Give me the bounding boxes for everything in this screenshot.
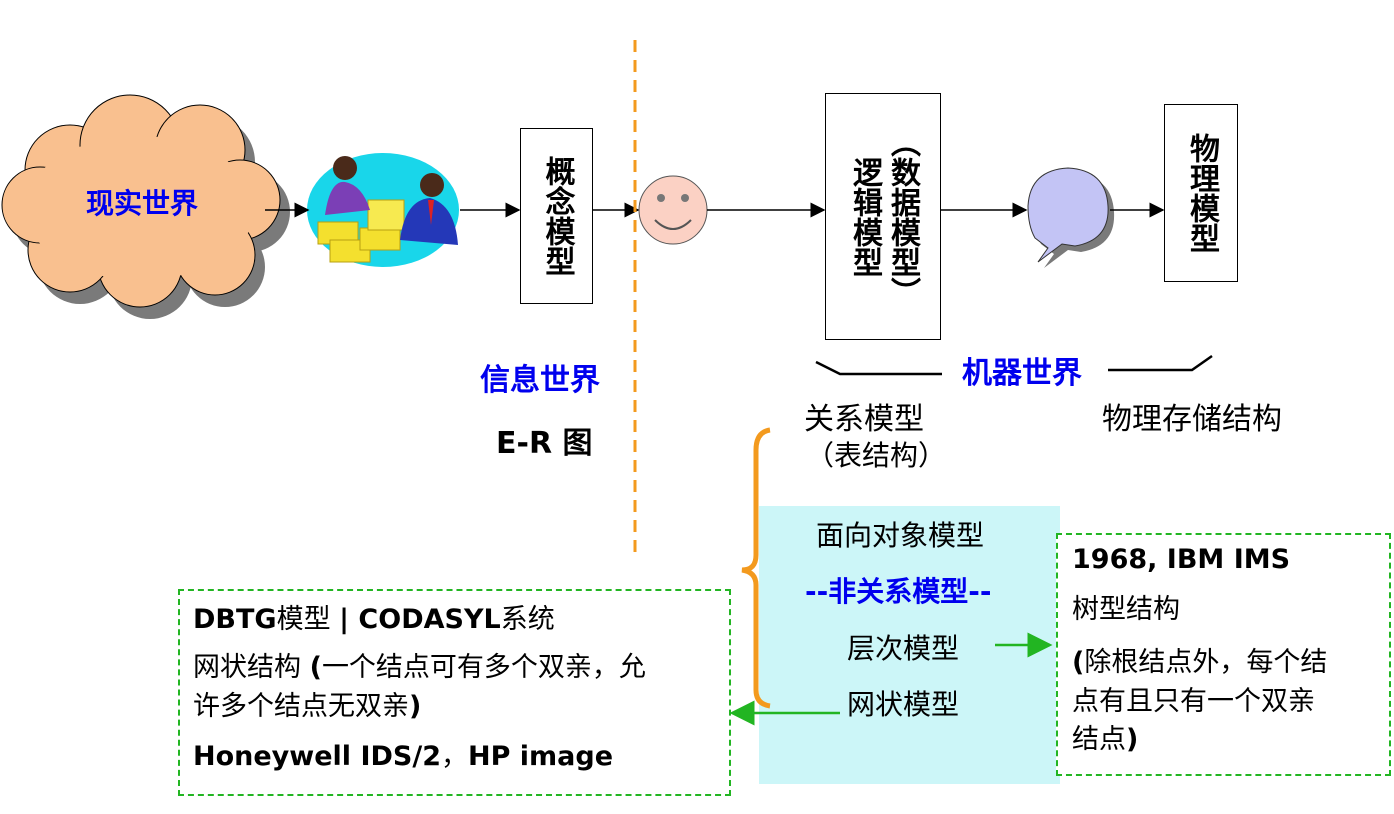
network-line-2: 网状结构 (一个结点可有多个双亲，允 (193, 652, 646, 683)
machine-world-bracket (815, 354, 1213, 376)
er-diagram-label: E-R 图 (496, 426, 593, 461)
hierarchy-line-2: 树型结构 (1072, 594, 1180, 625)
orange-brace (741, 427, 771, 709)
business-people-clipart (307, 153, 459, 267)
network-model-detail-box: DBTG模型 | CODASYL系统 网状结构 (一个结点可有多个双亲，允 许多… (178, 589, 731, 796)
hierarchy-line-3: (除根结点外，每个结 (1072, 647, 1328, 678)
non-relational-model: --非关系模型-- (805, 575, 992, 608)
real-world-label: 现实世界 (86, 187, 199, 220)
physical-storage-label: 物理存储结构 (1102, 402, 1282, 437)
object-oriented-model: 面向对象模型 (816, 519, 985, 552)
hierarchy-line-4: 点有且只有一个双亲 (1072, 686, 1315, 717)
logic-model-label: 逻辑模型 (847, 156, 882, 277)
green-arrows (729, 632, 1053, 726)
hierarchical-model: 层次模型 (847, 632, 960, 665)
physical-model-box: 物理模型 (1164, 104, 1238, 282)
network-line-1: DBTG模型 | CODASYL系统 (193, 604, 555, 635)
cloud-core (25, 136, 255, 280)
network-model: 网状模型 (847, 688, 960, 721)
hierarchy-line-5: 结点) (1072, 724, 1139, 755)
network-line-3: 许多个结点无双亲) (193, 691, 422, 722)
relational-model-label: 关系模型 (804, 402, 924, 437)
concept-model-box: 概念模型 (520, 128, 593, 304)
table-structure-label: （表结构） (806, 439, 947, 472)
hierarchy-model-detail-box: 1968, IBM IMS 树型结构 (除根结点外，每个结 点有且只有一个双亲 … (1056, 533, 1391, 776)
network-line-4: Honeywell IDS/2，HP image (193, 741, 614, 772)
info-world-label: 信息世界 (480, 363, 600, 398)
logic-model-box: （数据模型） 逻辑模型 (825, 93, 941, 340)
hierarchy-line-1: 1968, IBM IMS (1072, 544, 1291, 575)
smiley-face (638, 175, 708, 245)
concept-model-label: 概念模型 (539, 156, 575, 276)
data-model-label: （数据模型） (885, 126, 920, 307)
machine-world-label: 机器世界 (962, 356, 1082, 391)
speech-bubble (1027, 167, 1115, 268)
physical-model-label: 物理模型 (1184, 133, 1219, 253)
